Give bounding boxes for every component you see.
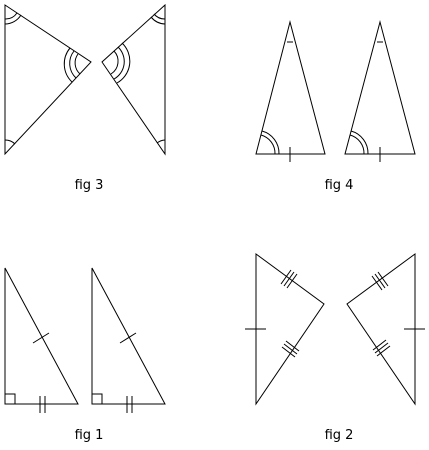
fig3-left-bottom-angle-mark — [4, 139, 16, 145]
fig2-left-lower-tick-2 — [283, 343, 298, 355]
fig2-right-upper-tick-3 — [377, 271, 389, 287]
fig4-right-base-angle-mark-1 — [349, 134, 365, 155]
fig2-group — [245, 253, 425, 406]
fig2-left-upper-tick-2 — [283, 271, 295, 287]
fig1-group — [4, 267, 166, 413]
fig2-left-upper-tick-1 — [280, 269, 292, 285]
fig3-left-top-angle-mark-2 — [4, 14, 22, 25]
fig3-right-vertex-angle-mark-3 — [116, 42, 131, 84]
fig3-right-vertex-angle-mark-1 — [110, 50, 119, 75]
fig3-right-triangle — [101, 3, 166, 156]
fig4-right-base-angle-mark-2 — [350, 130, 369, 155]
fig3-right-top-angle-mark-1 — [153, 13, 166, 20]
fig4-group — [255, 20, 416, 162]
fig3-left-triangle — [4, 4, 92, 156]
fig2-left-upper-tick-3 — [286, 273, 298, 289]
fig2-right-upper-tick-1 — [371, 275, 383, 291]
fig3-left-vertex-angle-mark-2 — [69, 50, 77, 79]
fig2-label: fig 2 — [324, 428, 354, 443]
fig2-right-lower-tick-2 — [374, 342, 389, 354]
fig2-right-lower-tick-3 — [376, 345, 391, 357]
fig3-right-vertex-angle-mark-2 — [113, 46, 125, 80]
fig4-label: fig 4 — [324, 178, 354, 193]
fig1-left-hypotenuse-tick — [32, 332, 50, 344]
fig1-right-right-angle-mark — [92, 393, 103, 404]
fig4-left-base-angle-mark-1 — [260, 134, 276, 155]
fig3-group — [4, 3, 166, 156]
fig1-label: fig 1 — [74, 428, 104, 443]
fig1-left-right-angle-mark — [5, 393, 16, 404]
fig4-left-base-angle-mark-2 — [261, 130, 280, 155]
fig3-left-vertex-angle-mark-3 — [63, 47, 73, 83]
fig2-left-lower-tick-3 — [285, 340, 300, 352]
fig3-right-top-angle-mark-2 — [150, 16, 166, 25]
fig1-right-hypotenuse-tick — [119, 332, 137, 344]
fig3-left-vertex-angle-mark-1 — [74, 53, 81, 75]
fig2-right-upper-tick-2 — [374, 273, 386, 289]
fig2-right-lower-tick-1 — [372, 339, 387, 351]
fig3-label: fig 3 — [74, 178, 104, 193]
fig3-left-top-angle-mark-1 — [4, 12, 18, 20]
fig1-left-triangle — [4, 267, 79, 405]
fig2-left-triangle — [255, 253, 325, 406]
fig2-left-lower-tick-1 — [281, 346, 296, 358]
fig3-right-bottom-angle-mark — [156, 139, 166, 144]
fig1-right-triangle — [91, 267, 166, 405]
